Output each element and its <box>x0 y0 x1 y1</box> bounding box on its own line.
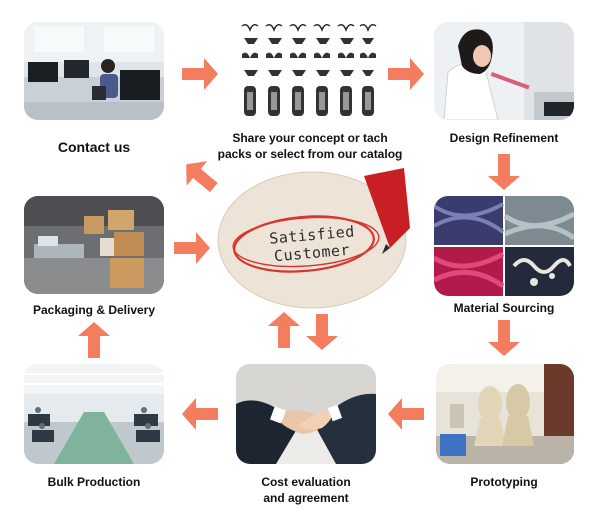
arrow-icon-design-to-material <box>484 152 524 192</box>
satisfied-customer-stamp: Satisfied Customer <box>214 168 410 310</box>
arrow-icon-material-to-prototyping <box>484 318 524 358</box>
cost-evaluation-photo <box>236 364 376 464</box>
packaging-delivery-photo <box>24 196 164 294</box>
bulk-production-label: Bulk Production <box>47 475 141 489</box>
arrow-icon-share-to-design <box>386 54 426 94</box>
arrow-icon-prototyping-to-cost <box>386 394 426 434</box>
arrow-shape <box>182 58 218 90</box>
arrow-icon-packaging-to-center <box>172 228 212 268</box>
cost-evaluation-label-line2: and agreement <box>263 491 349 505</box>
cost-evaluation-label-line1: Cost evaluation <box>261 475 351 489</box>
design-refinement-photo <box>434 22 574 120</box>
material-sourcing-label: Material Sourcing <box>453 301 555 315</box>
arrow-icon-center-to-cost-up <box>264 310 304 350</box>
prototyping-label: Prototyping <box>470 475 538 489</box>
bulk-production-photo <box>24 364 164 464</box>
arrow-icon-center-to-contact <box>172 148 228 204</box>
material-sourcing-photo <box>434 196 574 296</box>
catalog-photo <box>234 18 378 122</box>
contact-us-photo <box>24 22 164 120</box>
design-refinement-label: Design Refinement <box>449 131 559 145</box>
arrow-icon-cost-to-bulk <box>180 394 220 434</box>
arrow-icon-contact-to-share <box>180 54 220 94</box>
prototyping-photo <box>436 364 574 464</box>
packaging-delivery-label: Packaging & Delivery <box>32 303 156 317</box>
share-concept-label-line2: packs or select from our catalog <box>217 147 403 161</box>
share-concept-label-line1: Share your concept or tach <box>232 131 388 145</box>
contact-us-label: Contact us <box>57 139 131 155</box>
arrow-icon-center-to-cost-down <box>302 312 342 352</box>
arrow-icon-bulk-to-packaging <box>74 320 114 360</box>
